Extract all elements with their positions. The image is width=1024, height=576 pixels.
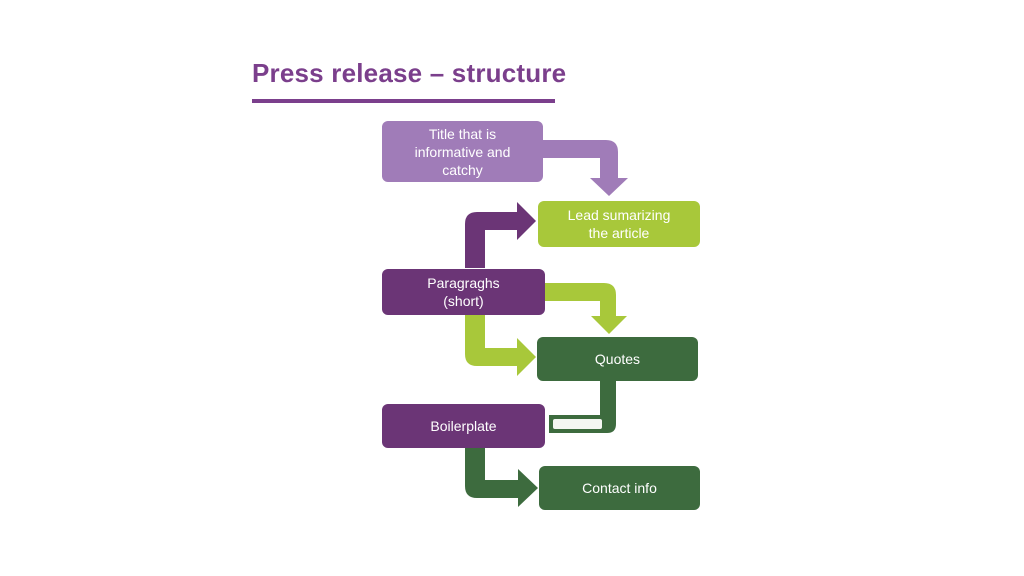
node-contact: Contact info xyxy=(539,466,700,510)
node-title: Title that is informative and catchy xyxy=(382,121,543,182)
node-contact-label: Contact info xyxy=(582,480,657,496)
connector-highlight xyxy=(553,419,602,429)
arrow-paragraphs-right-to-quotes xyxy=(545,283,627,334)
arrow-paragraphs-to-lead xyxy=(465,202,536,268)
node-boilerplate-label: Boilerplate xyxy=(430,418,497,434)
title-underline xyxy=(252,99,555,103)
node-paragraphs: Paragraghs (short) xyxy=(382,269,545,315)
node-lead-label: Lead sumarizing the article xyxy=(567,207,671,241)
node-paragraphs-label: Paragraghs (short) xyxy=(427,275,500,309)
arrow-title-to-lead xyxy=(543,140,628,196)
arrow-paragraphs-down-to-quotes xyxy=(465,315,536,376)
node-title-label: Title that is informative and catchy xyxy=(414,125,511,178)
node-quotes: Quotes xyxy=(537,337,698,381)
node-lead: Lead sumarizing the article xyxy=(538,201,700,247)
arrow-boilerplate-to-contact xyxy=(465,448,538,507)
slide-title: Press release – structure xyxy=(252,58,567,88)
node-quotes-label: Quotes xyxy=(594,351,641,367)
node-boilerplate: Boilerplate xyxy=(382,404,545,448)
